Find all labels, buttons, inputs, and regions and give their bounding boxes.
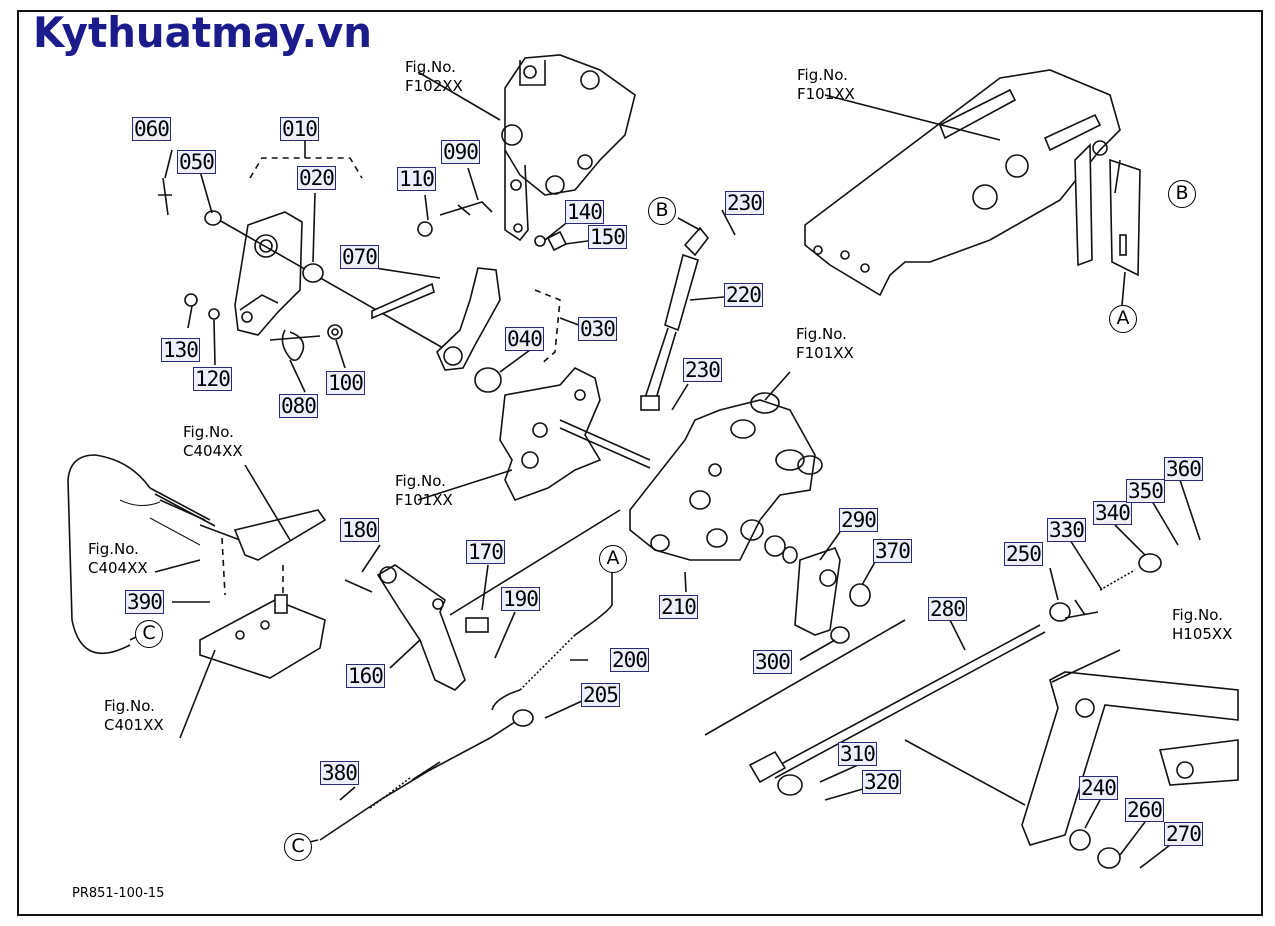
part-label-310[interactable]: 310 bbox=[838, 742, 877, 766]
part-label-060[interactable]: 060 bbox=[132, 117, 171, 141]
fig-ref-c404-top: Fig.No. C404XX bbox=[183, 423, 243, 460]
top-frame-plate bbox=[804, 69, 1141, 297]
part-label-250[interactable]: 250 bbox=[1004, 542, 1043, 566]
lever-plate-left bbox=[234, 211, 303, 336]
gas-spring-220 bbox=[640, 226, 710, 411]
part-label-190[interactable]: 190 bbox=[501, 587, 540, 611]
part-label-330[interactable]: 330 bbox=[1047, 518, 1086, 542]
fig-ref-f101-top: Fig.No. F101XX bbox=[797, 66, 855, 103]
callout-b: B bbox=[648, 197, 676, 225]
fig-ref-c404-left: Fig.No. C404XX bbox=[88, 540, 148, 577]
main-bracket-body bbox=[629, 392, 823, 561]
rod-280 bbox=[748, 624, 1046, 784]
callout-b: B bbox=[1168, 180, 1196, 208]
part-label-200[interactable]: 200 bbox=[610, 648, 649, 672]
callout-c: C bbox=[284, 833, 312, 861]
part-label-120[interactable]: 120 bbox=[193, 367, 232, 391]
watermark: Kythuatmay.vn bbox=[33, 8, 372, 57]
pivot-bracket-290 bbox=[794, 547, 841, 636]
fig-ref-f101-mid: Fig.No. F101XX bbox=[796, 325, 854, 362]
mounting-bracket-c401 bbox=[199, 594, 326, 679]
part-label-210[interactable]: 210 bbox=[659, 595, 698, 619]
control-valve-drawing bbox=[501, 54, 636, 242]
part-label-370[interactable]: 370 bbox=[873, 539, 912, 563]
part-label-050[interactable]: 050 bbox=[177, 150, 216, 174]
fig-ref-c401: Fig.No. C401XX bbox=[104, 697, 164, 734]
part-label-010[interactable]: 010 bbox=[280, 117, 319, 141]
spring-200 bbox=[491, 604, 613, 711]
part-label-180[interactable]: 180 bbox=[340, 518, 379, 542]
part-label-170[interactable]: 170 bbox=[466, 540, 505, 564]
part-label-350[interactable]: 350 bbox=[1126, 479, 1165, 503]
part-label-070[interactable]: 070 bbox=[340, 245, 379, 269]
part-label-030[interactable]: 030 bbox=[578, 317, 617, 341]
fig-ref-f101-plate: Fig.No. F101XX bbox=[395, 472, 453, 509]
part-label-040[interactable]: 040 bbox=[505, 327, 544, 351]
part-label-220[interactable]: 220 bbox=[724, 283, 763, 307]
part-label-280[interactable]: 280 bbox=[928, 597, 967, 621]
drawing-code: PR851-100-15 bbox=[72, 886, 165, 901]
lever-030 bbox=[436, 267, 501, 371]
part-label-320[interactable]: 320 bbox=[862, 770, 901, 794]
callout-a: A bbox=[599, 545, 627, 573]
mounting-plate bbox=[499, 367, 602, 501]
callout-a: A bbox=[1109, 305, 1137, 333]
part-label-290[interactable]: 290 bbox=[839, 508, 878, 532]
cable-loop-left bbox=[67, 454, 327, 655]
part-label-260[interactable]: 260 bbox=[1125, 798, 1164, 822]
part-label-100[interactable]: 100 bbox=[326, 371, 365, 395]
part-label-110[interactable]: 110 bbox=[397, 167, 436, 191]
part-label-130[interactable]: 130 bbox=[161, 338, 200, 362]
part-label-205[interactable]: 205 bbox=[581, 683, 620, 707]
part-label-360[interactable]: 360 bbox=[1164, 457, 1203, 481]
drawing-frame bbox=[17, 10, 1263, 916]
part-label-340[interactable]: 340 bbox=[1093, 501, 1132, 525]
part-label-080[interactable]: 080 bbox=[279, 394, 318, 418]
part-label-160[interactable]: 160 bbox=[346, 664, 385, 688]
part-label-380[interactable]: 380 bbox=[320, 761, 359, 785]
fig-ref-f102: Fig.No. F102XX bbox=[405, 58, 463, 95]
frame-h105 bbox=[1021, 671, 1239, 846]
lever-160 bbox=[376, 564, 466, 691]
cable-380 bbox=[319, 721, 516, 841]
part-label-090[interactable]: 090 bbox=[441, 140, 480, 164]
fig-ref-h105: Fig.No. H105XX bbox=[1172, 606, 1233, 643]
part-label-020[interactable]: 020 bbox=[297, 166, 336, 190]
callout-c: C bbox=[135, 620, 163, 648]
part-label-230-mid[interactable]: 230 bbox=[683, 358, 722, 382]
part-label-270[interactable]: 270 bbox=[1164, 822, 1203, 846]
part-label-300[interactable]: 300 bbox=[753, 650, 792, 674]
part-label-230-top[interactable]: 230 bbox=[725, 191, 764, 215]
part-label-390[interactable]: 390 bbox=[125, 590, 164, 614]
part-label-150[interactable]: 150 bbox=[588, 225, 627, 249]
part-label-140[interactable]: 140 bbox=[565, 200, 604, 224]
part-label-240[interactable]: 240 bbox=[1079, 776, 1118, 800]
